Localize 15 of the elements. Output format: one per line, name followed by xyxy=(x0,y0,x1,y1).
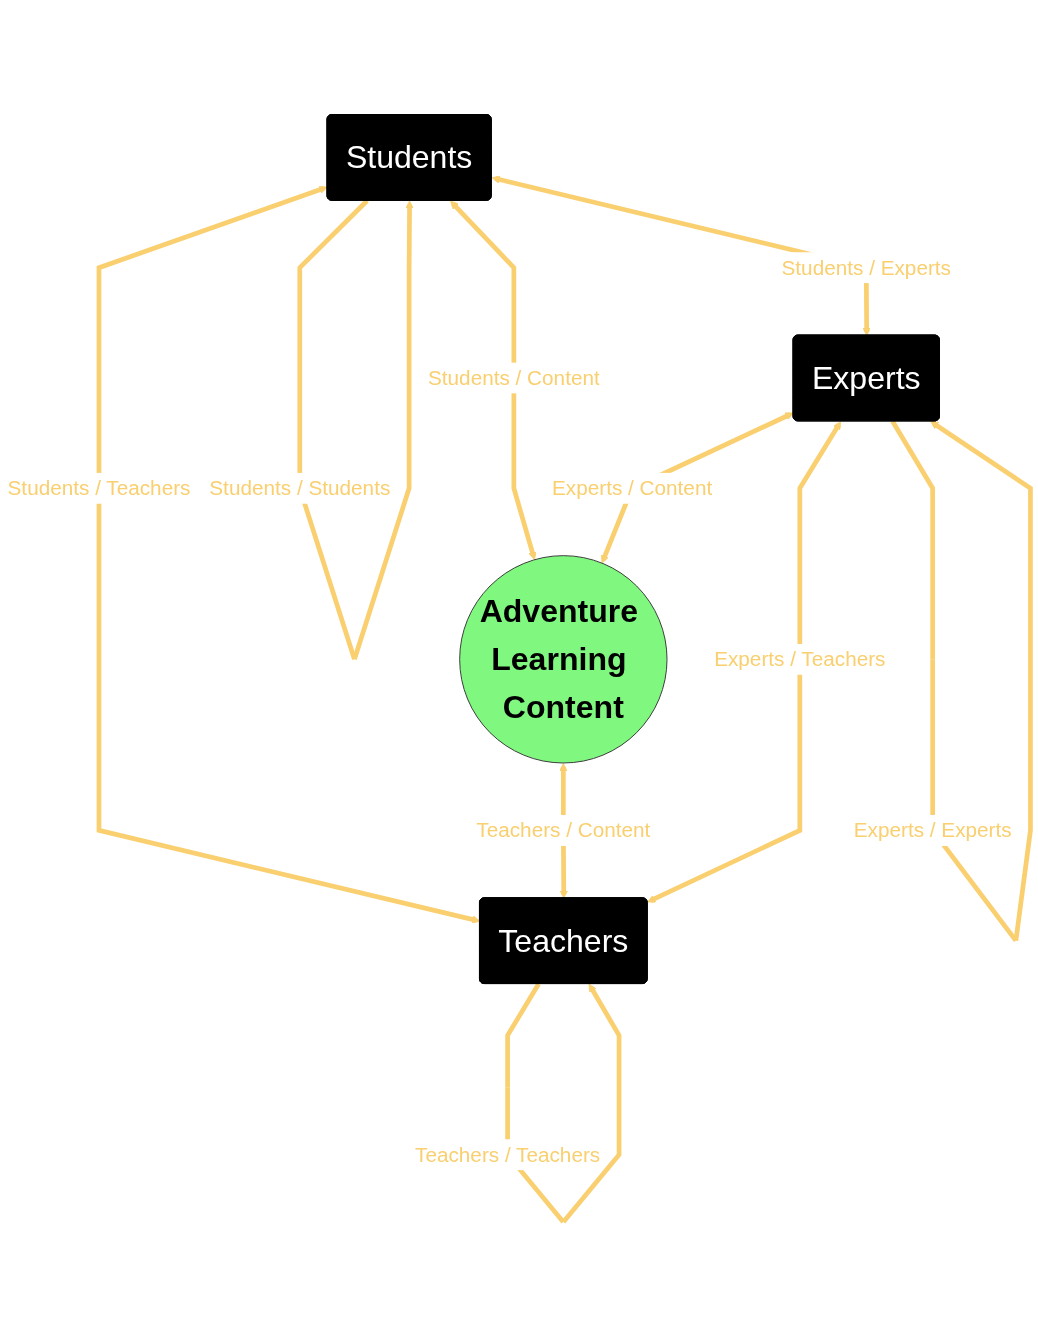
edge-label: Experts / Experts xyxy=(853,818,1012,842)
edge-label: Teachers / Teachers xyxy=(415,1142,601,1167)
arrow xyxy=(96,185,481,924)
arrow xyxy=(450,200,537,560)
edge-label: Students / Teachers xyxy=(7,476,191,500)
arrow xyxy=(890,419,1033,942)
edge-label: Experts / Teachers xyxy=(714,647,886,671)
arrow xyxy=(297,198,414,660)
edge-label: Students / Experts xyxy=(781,255,951,280)
arrow xyxy=(647,420,842,903)
edge-label: Students / Content xyxy=(427,365,600,390)
edge-label: Teachers / Content xyxy=(476,818,651,842)
node-circle: Adventure Learning Content xyxy=(459,554,668,764)
edge-label: Experts / Content xyxy=(551,476,713,500)
edge-label: Students / Students xyxy=(209,476,391,500)
